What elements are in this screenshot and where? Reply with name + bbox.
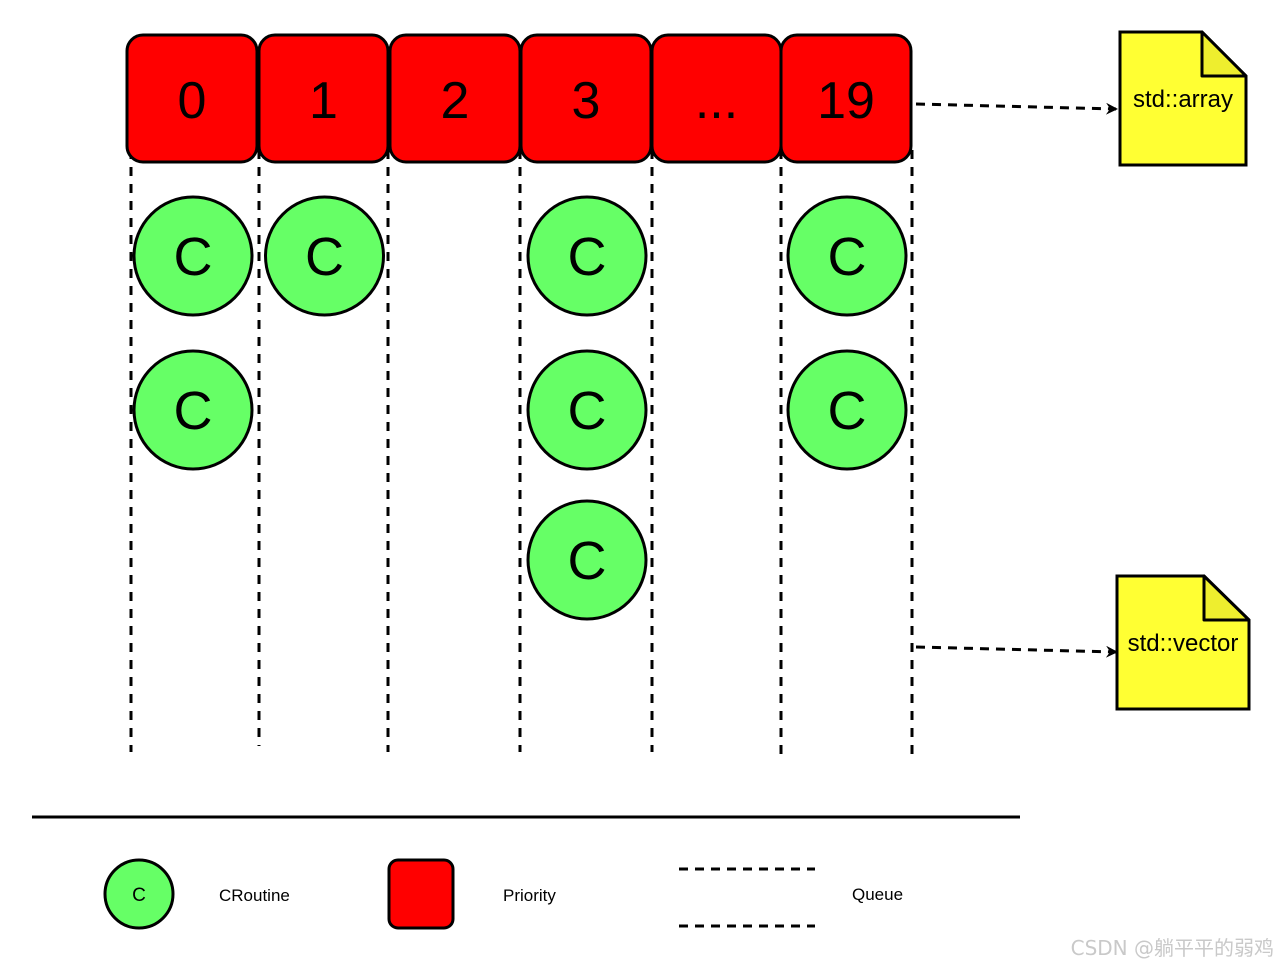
priority-label: 3 [572, 72, 601, 130]
legend-priority: Priority [387, 858, 556, 930]
coroutine-circle [132, 349, 254, 471]
coroutine-queues: C C C C C C C C [132, 195, 908, 621]
legend-coroutine-label: CRoutine [219, 886, 290, 905]
legend-coroutine-symbol: C [132, 885, 146, 906]
legend-coroutine: C CRoutine [103, 858, 290, 930]
coroutine-circle [526, 499, 648, 621]
vector-arrow [915, 645, 1118, 658]
legend-priority-label: Priority [503, 886, 556, 905]
priority-box-3: 3 [519, 33, 653, 164]
priority-label: 1 [309, 72, 338, 130]
coroutine-label: C [568, 531, 607, 591]
std-vector-label: std::vector [1128, 630, 1239, 657]
coroutine-node: C [526, 195, 648, 317]
coroutine-label: C [305, 227, 344, 287]
legend-coroutine-icon [103, 858, 175, 930]
priority-label: 19 [817, 72, 875, 130]
coroutine-node: C [132, 349, 254, 471]
legend-priority-icon [387, 858, 455, 930]
legend: C CRoutine Priority Queue [103, 858, 903, 930]
std-array-note: std::array [1118, 30, 1248, 167]
coroutine-label: C [174, 227, 213, 287]
coroutine-circle [786, 195, 908, 317]
coroutine-label: C [828, 381, 867, 441]
priority-box-shape [257, 33, 390, 164]
priority-box-2: 2 [388, 33, 522, 164]
coroutine-circle [786, 349, 908, 471]
coroutine-circle [526, 349, 648, 471]
coroutine-label: C [828, 227, 867, 287]
priority-box-shape [125, 33, 259, 164]
queue-lines [129, 150, 914, 756]
priority-box-ellipsis: ... [650, 33, 783, 164]
coroutine-circle [526, 195, 648, 317]
priority-array: 0 1 2 3... 19 [125, 33, 913, 164]
std-vector-note: std::vector [1115, 574, 1251, 711]
coroutine-circle [264, 195, 385, 317]
watermark: CSDN @躺平平的弱鸡 [1070, 936, 1274, 960]
coroutine-label: C [174, 381, 213, 441]
coroutine-node: C [264, 195, 385, 317]
priority-box-0: 0 [125, 33, 259, 164]
coroutine-node: C [786, 195, 908, 317]
coroutine-label: C [568, 227, 607, 287]
coroutine-label: C [568, 381, 607, 441]
priority-box-1: 1 [257, 33, 390, 164]
legend-queue: Queue [679, 867, 903, 928]
priority-label: 0 [178, 72, 207, 130]
priority-box-shape [779, 33, 913, 164]
std-array-label: std::array [1133, 86, 1233, 113]
legend-queue-label: Queue [852, 885, 903, 904]
coroutine-node: C [526, 349, 648, 471]
array-arrow [915, 102, 1118, 115]
coroutine-node: C [526, 499, 648, 621]
priority-label: ... [695, 72, 738, 130]
coroutine-node: C [132, 195, 254, 317]
coroutine-node: C [786, 349, 908, 471]
priority-label: 2 [441, 72, 470, 130]
priority-box-19: 19 [779, 33, 913, 164]
coroutine-circle [132, 195, 254, 317]
